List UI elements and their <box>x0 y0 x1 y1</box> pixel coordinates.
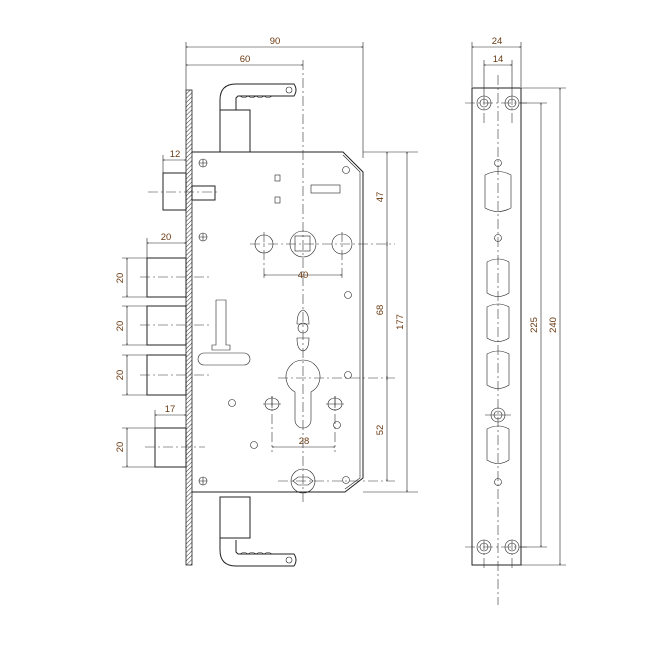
latch-bolt <box>148 172 220 211</box>
dim-case-height: 177 <box>395 314 406 330</box>
dim-strike-width: 24 <box>492 36 503 47</box>
strike-plate <box>465 75 527 605</box>
dim-hook-bolt-pitch: 20 <box>115 442 126 453</box>
faceplate <box>185 89 193 566</box>
dim-top-to-follower: 47 <box>375 192 386 203</box>
dim-overall-width: 90 <box>270 36 281 47</box>
dim-bolt-pitch-2: 20 <box>115 321 126 332</box>
dim-backset: 60 <box>240 54 251 65</box>
case-internals <box>197 60 395 505</box>
dim-cylinder-to-bottom: 52 <box>375 425 386 436</box>
dim-follower-to-cylinder: 68 <box>375 305 386 316</box>
lock-case <box>192 151 364 493</box>
deadbolts <box>140 257 210 468</box>
strike-screw-hole-icon <box>465 95 527 570</box>
dim-strike-length: 240 <box>548 317 559 333</box>
bottom-hook-bolt <box>219 496 297 567</box>
dim-hook-projection: 17 <box>165 404 176 415</box>
dim-bolt-projection: 20 <box>161 232 172 243</box>
dim-bolt-pitch-1: 20 <box>115 273 126 284</box>
dim-strike-hole-spacing: 14 <box>493 54 504 65</box>
dim-follower-spacing: 40 <box>298 270 309 281</box>
top-hook-bolt <box>219 83 297 153</box>
dim-cylinder-hole-spacing: 28 <box>299 436 310 447</box>
dim-bolt-pitch-3: 20 <box>115 370 126 381</box>
strike-dimensions: 24 14 225 240 <box>471 36 566 566</box>
dim-latch-projection: 12 <box>170 149 181 160</box>
screw-icon <box>198 158 208 486</box>
dim-strike-hole-pitch: 225 <box>529 317 540 333</box>
lock-dimensions <box>122 42 418 493</box>
lock-dimension-labels: 90 60 12 20 17 40 28 20 20 20 20 47 68 5… <box>115 36 406 452</box>
